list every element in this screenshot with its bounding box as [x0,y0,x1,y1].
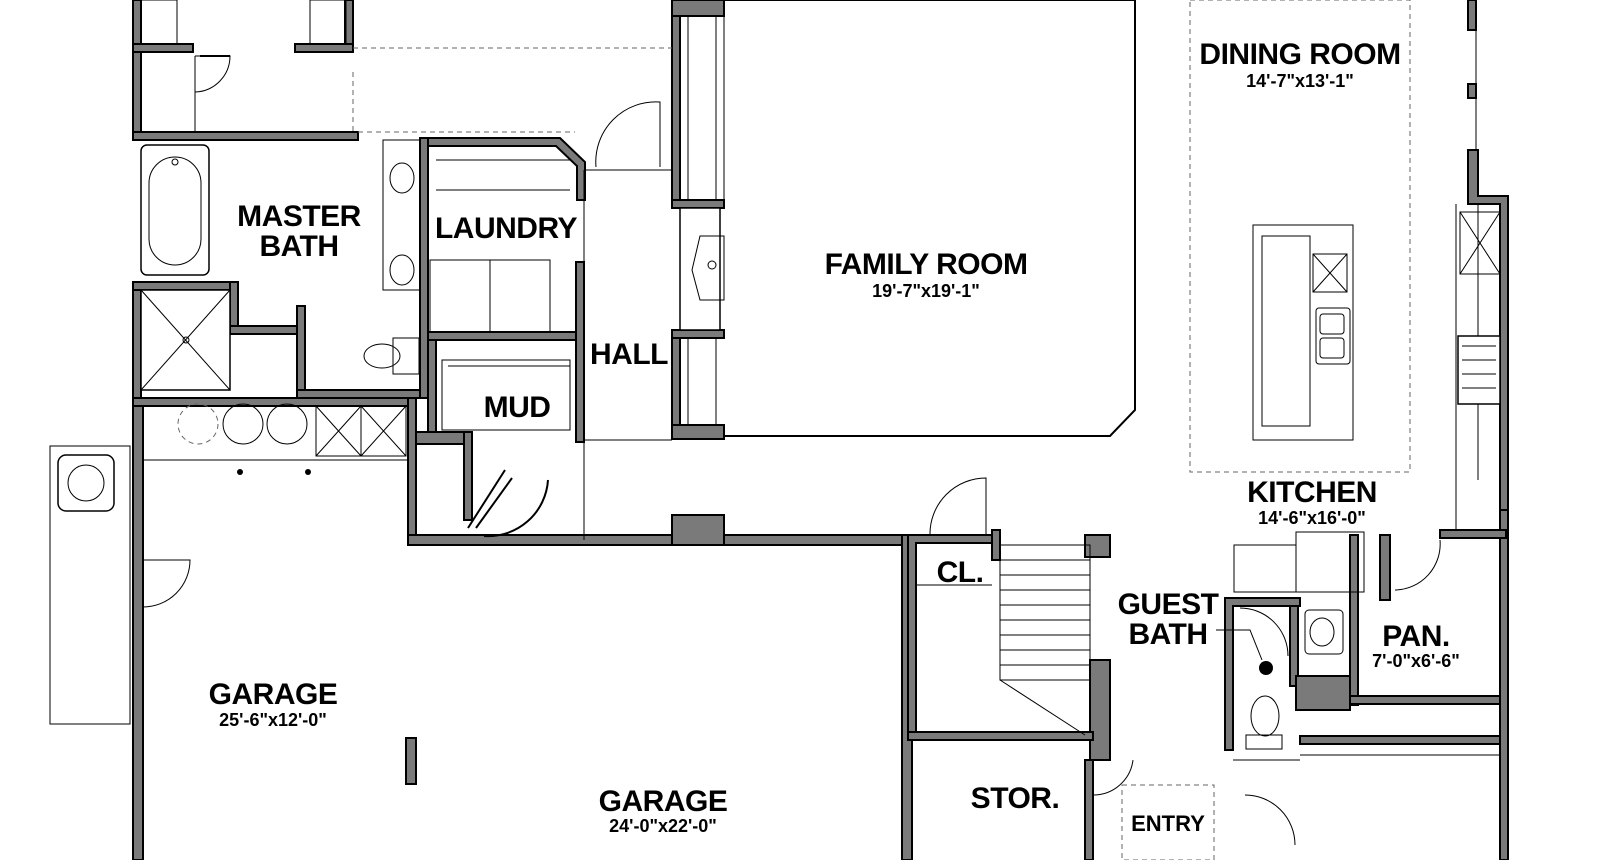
walls [132,0,1509,860]
storage-label: STOR. [970,782,1060,815]
pantry-dimensions: 7'-0"x6'-6" [1372,651,1460,671]
master-bath-label-line2: BATH [259,230,339,263]
entry-label: ENTRY [1131,811,1205,836]
mud-label: MUD [483,391,551,424]
hall-label: HALL [590,338,668,371]
garage-main-dimensions: 24'-0"x22'-0" [609,816,717,836]
garage-main-label: GARAGE [598,785,728,818]
laundry-label: LAUNDRY [434,212,578,245]
dining-room-label: DINING ROOM [1199,38,1401,71]
kitchen-dimensions: 14'-6"x16'-0" [1258,508,1366,528]
closet-label: CL. [936,556,984,589]
guest-bath-label-line1: GUEST [1117,588,1219,621]
family-room-dimensions: 19'-7"x19'-1" [872,281,980,301]
garage-small-label: GARAGE [208,678,338,711]
guest-bath-label-line2: BATH [1128,618,1208,651]
family-room-label: FAMILY ROOM [824,248,1028,281]
pantry-label: PAN. [1382,620,1450,653]
master-bath-label-line1: MASTER [237,200,361,233]
outlines [49,0,1501,860]
kitchen-label: KITCHEN [1247,476,1377,509]
garage-small-dimensions: 25'-6"x12'-0" [219,710,327,730]
dining-room-dimensions: 14'-7"x13'-1" [1246,71,1354,91]
